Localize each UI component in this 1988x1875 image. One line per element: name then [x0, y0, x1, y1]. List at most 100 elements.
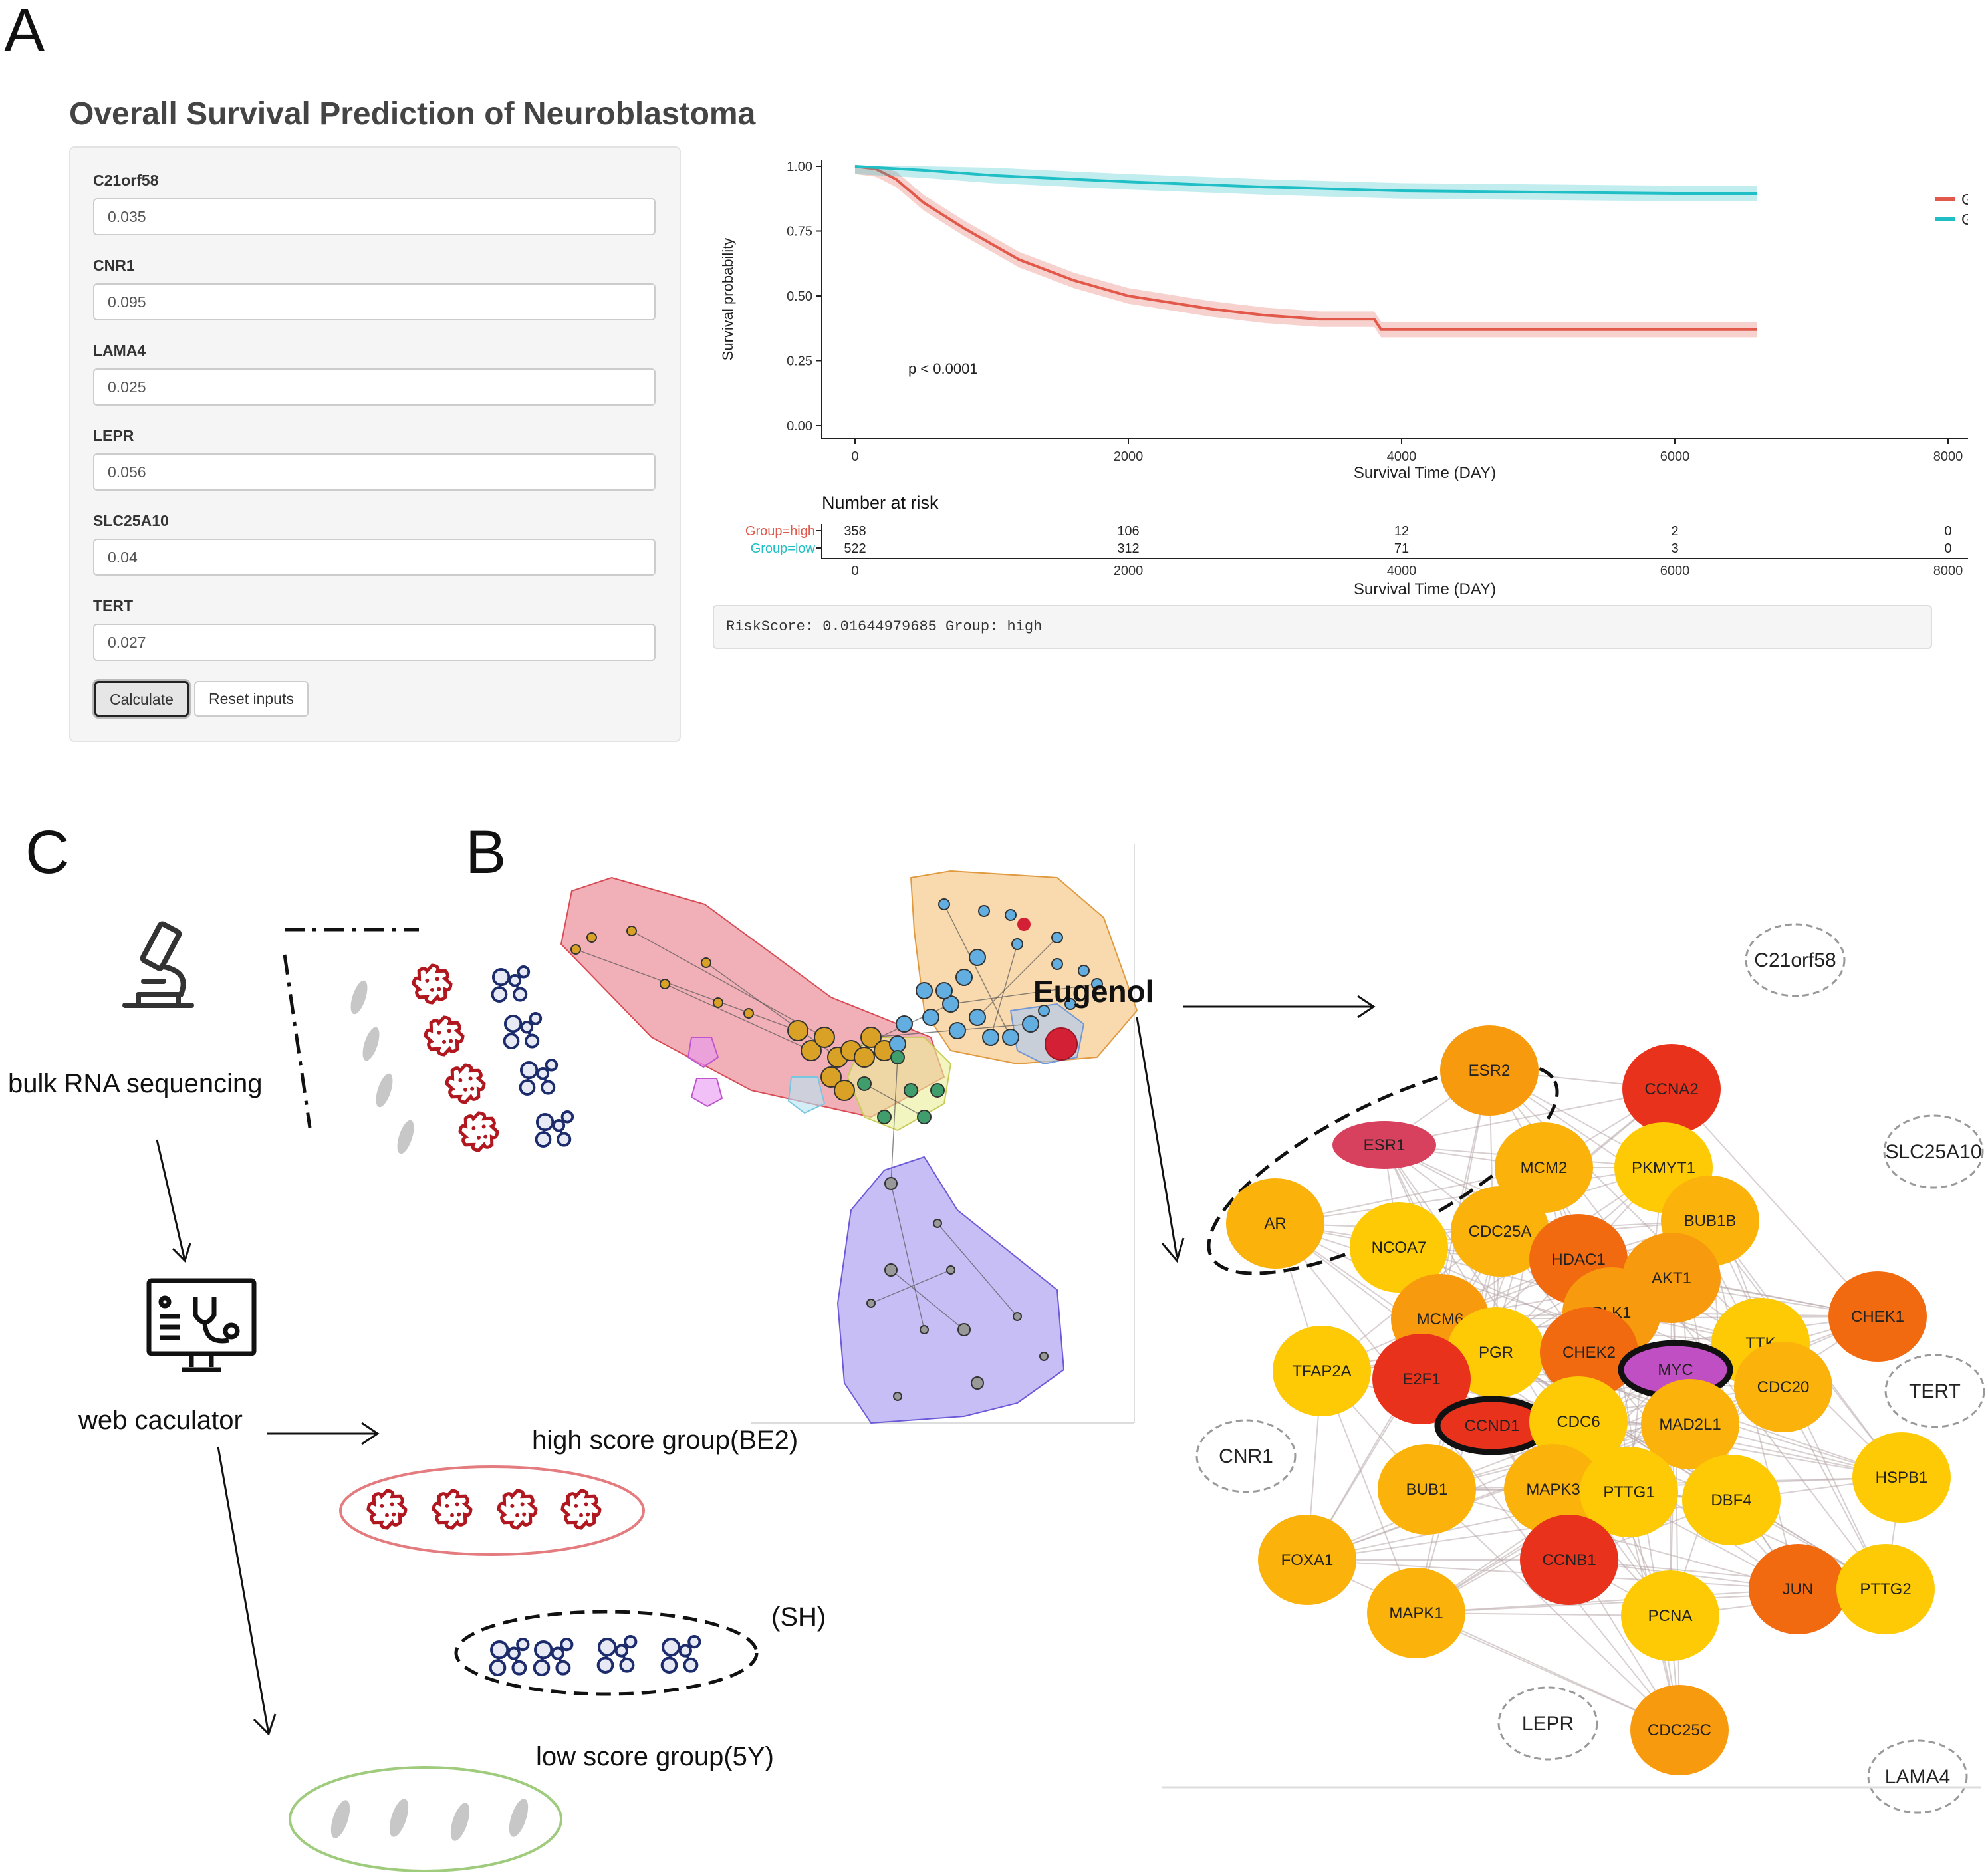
- cell-dot: [437, 987, 441, 991]
- risk-count: 71: [1394, 541, 1409, 556]
- model-gene-label-lepr: LEPR: [1522, 1713, 1574, 1735]
- grey-node: [971, 1376, 984, 1390]
- lama4-input[interactable]: 0.025: [93, 368, 656, 406]
- network-edge: [977, 937, 1058, 1018]
- risk-table-title: Number at risk: [822, 493, 939, 513]
- high-group-outline: [339, 1465, 645, 1556]
- cell-body: [516, 1637, 530, 1652]
- risk-count: 312: [1117, 541, 1139, 556]
- grey-node: [866, 1299, 876, 1308]
- network-edge: [890, 1183, 925, 1330]
- red-cell-icon: [366, 1489, 408, 1530]
- cell-dot: [510, 1503, 515, 1508]
- risk-count: 358: [844, 524, 866, 539]
- gene-label-myc: MYC: [1658, 1361, 1693, 1379]
- lepr-input[interactable]: 0.056: [93, 453, 656, 491]
- field-label-lama4: LAMA4: [93, 342, 146, 359]
- network-edge: [943, 904, 1011, 1038]
- red-cell-icon: [497, 1489, 538, 1530]
- gene-label-hdac1: HDAC1: [1551, 1251, 1605, 1269]
- cnr1-input[interactable]: 0.095: [93, 283, 656, 320]
- bulk-rna-sequencing-label: bulk RNA sequencing: [8, 1069, 263, 1098]
- grey-cell-icon: [397, 1120, 414, 1154]
- cell-dot: [392, 1512, 396, 1517]
- cell-body: [614, 1644, 628, 1658]
- risk-x-tick-label: 0: [851, 564, 858, 578]
- gene-node-pgr: [1447, 1307, 1545, 1398]
- red-cell-icon: [424, 1015, 465, 1057]
- cell-body: [507, 1646, 521, 1660]
- gene-label-ar: AR: [1264, 1215, 1286, 1233]
- web-calculator-monitor-icon: [146, 1278, 257, 1372]
- gene-label-hspb1: HSPB1: [1876, 1469, 1928, 1487]
- red-cell-icon: [412, 963, 453, 1005]
- risk-count: 3: [1671, 541, 1678, 556]
- cell-body: [541, 1080, 556, 1095]
- gene-node-esr1: [1332, 1121, 1436, 1169]
- blue-node: [949, 1022, 966, 1039]
- cell-dot: [437, 1030, 441, 1035]
- tert-input[interactable]: 0.027: [93, 624, 656, 661]
- model-gene-label-lama4: LAMA4: [1885, 1766, 1950, 1788]
- blue-node: [1078, 965, 1090, 977]
- model-gene-node-lepr: [1497, 1686, 1598, 1761]
- sh-group-ellipse: [454, 1610, 759, 1696]
- x-tick-label: 6000: [1660, 449, 1690, 464]
- gold-node: [570, 944, 581, 955]
- cell-body: [536, 1067, 550, 1080]
- gene-label-cdc6: CDC6: [1556, 1413, 1600, 1431]
- gene-label-pkmyt1: PKMYT1: [1632, 1159, 1695, 1177]
- blue-cell-icon: [533, 1637, 574, 1677]
- cell-dot: [579, 1513, 583, 1517]
- cell-body: [545, 1059, 559, 1072]
- cell-body: [490, 1640, 509, 1660]
- gene-label-e2f1: E2F1: [1402, 1370, 1440, 1388]
- cell-dot: [470, 1086, 475, 1091]
- gene-label-bub1: BUB1: [1406, 1481, 1448, 1499]
- red-cell-icon: [458, 1111, 499, 1152]
- survival-curve-Group-high: [854, 165, 1757, 331]
- gene-label-cdc25a: CDC25A: [1469, 1223, 1532, 1241]
- blue-node: [1002, 1029, 1019, 1046]
- blue-node: [916, 982, 933, 999]
- high-score-group-ellipse: [339, 1465, 645, 1556]
- reset-inputs-button[interactable]: Reset inputs: [194, 681, 309, 717]
- grey-cell-icon: [450, 1803, 470, 1841]
- x-tick-label: 8000: [1933, 449, 1963, 464]
- grey-cell-icon: [376, 1073, 393, 1108]
- cell-dot: [450, 1513, 454, 1517]
- gene-node-ccnd1: [1440, 1402, 1544, 1449]
- network-edge: [890, 1057, 898, 1184]
- risk-count: 2: [1671, 524, 1678, 539]
- cell-dot: [520, 1502, 525, 1507]
- cell-dot: [455, 1502, 459, 1507]
- blue-node: [1005, 909, 1017, 921]
- gene-label-esr2: ESR2: [1469, 1062, 1511, 1080]
- ppi-edge: [1306, 1424, 1691, 1561]
- high-score-group-label: high score group(BE2): [532, 1426, 799, 1455]
- grey-node: [946, 1265, 955, 1275]
- cell-outline: [432, 1489, 473, 1530]
- cell-body: [596, 1656, 614, 1674]
- arrow-to-high-group: [267, 1422, 380, 1445]
- cell-body: [529, 1012, 543, 1025]
- grey-node: [1039, 1352, 1049, 1361]
- x-tick-label: 4000: [1387, 449, 1417, 464]
- y-tick-label: 0.00: [787, 419, 812, 434]
- grey-node: [920, 1325, 929, 1334]
- slc25a10-input[interactable]: 0.04: [93, 539, 656, 576]
- gene-label-cdc20: CDC20: [1757, 1378, 1810, 1396]
- cell-body: [560, 1110, 574, 1124]
- cell-body: [491, 967, 511, 987]
- red-cell-icon: [432, 1489, 473, 1530]
- c21orf58-input[interactable]: 0.035: [93, 198, 656, 235]
- gene-label-esr1: ESR1: [1364, 1136, 1406, 1154]
- cell-dot: [380, 1503, 384, 1508]
- gold-node: [814, 1027, 835, 1048]
- blue-cell-icon: [596, 1634, 638, 1674]
- red-node: [1017, 918, 1031, 931]
- gene-label-pttg2: PTTG2: [1860, 1580, 1911, 1598]
- cell-dot: [586, 1512, 590, 1517]
- calculate-button[interactable]: Calculate: [94, 681, 189, 717]
- gene-node-cdc6: [1529, 1376, 1628, 1467]
